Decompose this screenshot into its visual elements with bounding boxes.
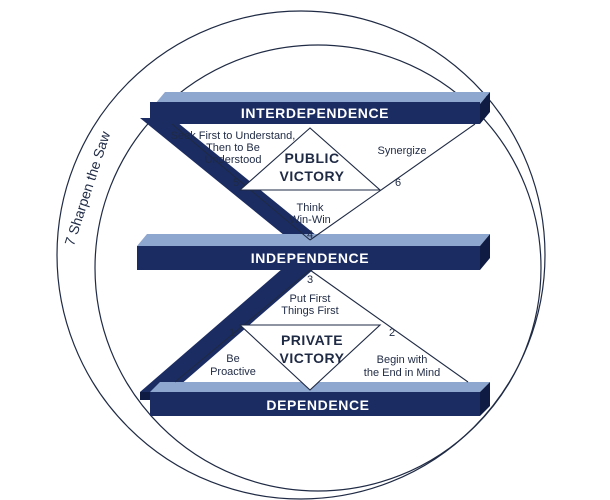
habit-1-line1: Be — [226, 353, 239, 365]
habit-3-number: 3 — [307, 274, 313, 286]
independence-label: INDEPENDENCE — [251, 250, 369, 266]
habit-6-line1: Synergize — [378, 145, 427, 157]
habit-5-line2: Then to Be — [206, 142, 260, 154]
dependence-bar — [150, 392, 480, 416]
upper-triangle-lines — [171, 123, 476, 241]
habit-3-line2: Things First — [281, 305, 338, 317]
habit-4-number: 4 — [307, 229, 313, 241]
lower-triangle-lines — [174, 269, 469, 391]
dependence-bar-side — [480, 382, 490, 416]
habit-5-number: 5 — [233, 177, 239, 189]
habit-7-label: 7 Sharpen the Saw — [61, 129, 113, 248]
outer-circle — [56, 10, 546, 500]
habit-2-line1: Begin with — [377, 354, 428, 366]
interdependence-bar-top — [155, 92, 490, 104]
dependence-label: DEPENDENCE — [266, 397, 369, 413]
private-victory-line1: PRIVATE — [281, 332, 343, 348]
dependence-bar-top — [150, 382, 490, 392]
habit-5-line3: Understood — [205, 154, 262, 166]
habit-6-number: 6 — [395, 177, 401, 189]
public-victory-line2: VICTORY — [280, 168, 345, 184]
independence-bar-top — [137, 234, 490, 246]
independence-bar-side — [480, 234, 490, 270]
habit-5-line1: Seek First to Understand, — [171, 130, 296, 142]
habit-4-line1: Think — [297, 202, 324, 214]
habit-1-line2: Proactive — [210, 366, 256, 378]
independence-bar — [137, 246, 480, 270]
habit-2-number: 2 — [389, 327, 395, 339]
interdependence-label: INTERDEPENDENCE — [241, 105, 389, 121]
upper-diagonal-band — [140, 118, 322, 240]
lower-diagonal-band — [140, 262, 322, 392]
habit-3-line1: Put First — [290, 293, 331, 305]
interdependence-bar-side — [480, 92, 490, 124]
inner-circle — [94, 44, 542, 492]
habit-1-number: 1 — [229, 327, 235, 339]
habit-2-line2: the End in Mind — [364, 367, 440, 379]
interdependence-bar — [150, 102, 480, 124]
private-victory-line2: VICTORY — [280, 350, 345, 366]
public-victory-line1: PUBLIC — [284, 150, 339, 166]
habit-4-line2: Win-Win — [289, 214, 331, 226]
